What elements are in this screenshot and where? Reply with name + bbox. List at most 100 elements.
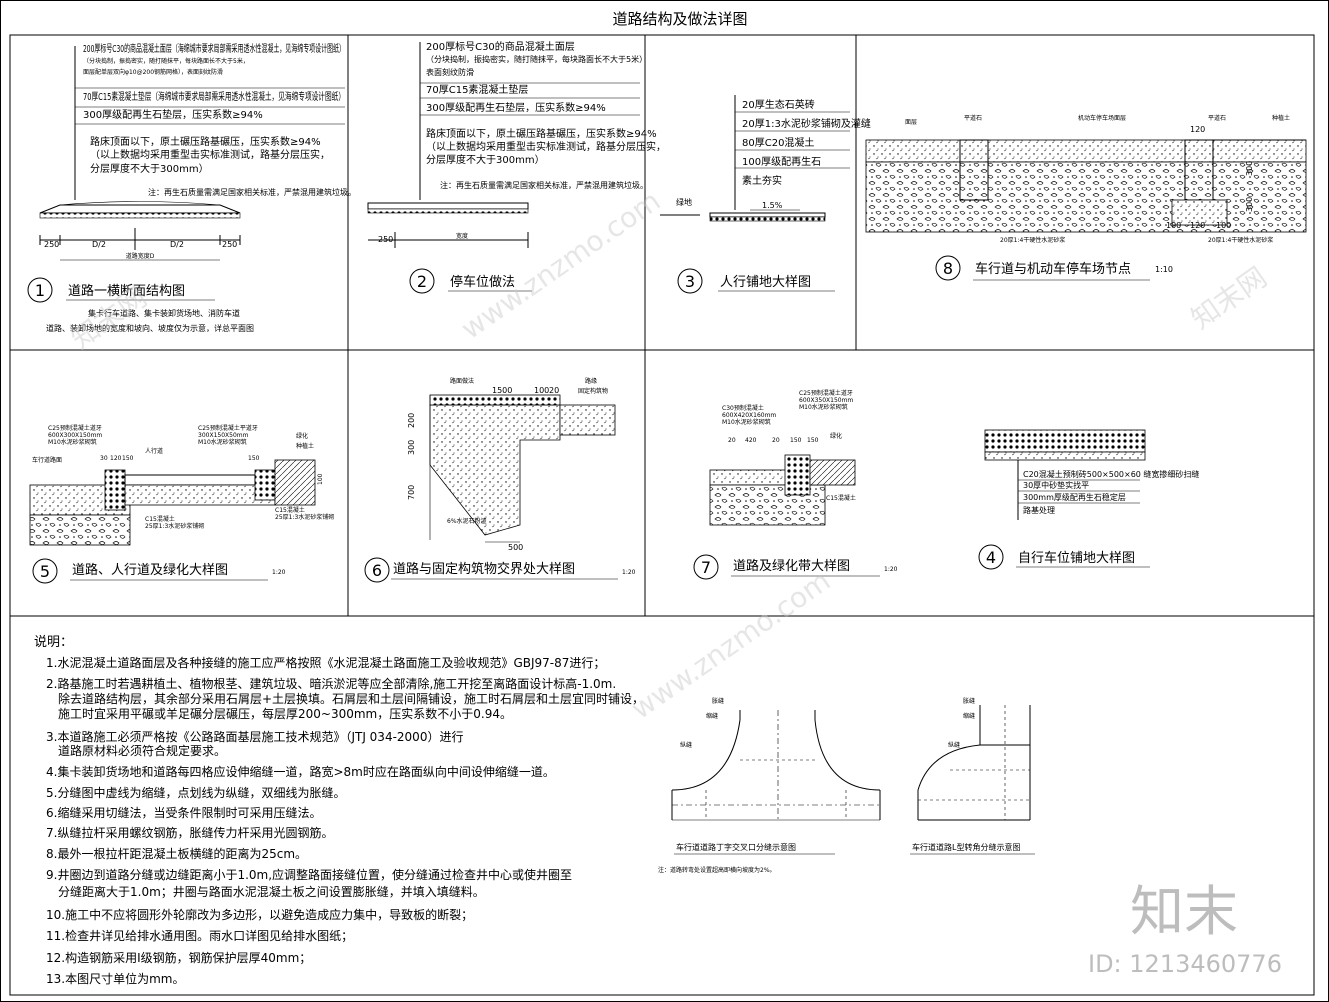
p5-label-6: M10水泥砂浆砌筑 (198, 438, 247, 446)
panel-sidewalk-paving: 20厚生态石英砖 20厚1:3水泥砂浆铺砌及灌缝 80厚C20混凝土 100厚级… (660, 95, 871, 294)
p1-dim-1: 250 (44, 240, 59, 249)
p2-layer-2: （分块捣制，振捣密实，随打随抹平，每块路面长不大于5米） (426, 54, 647, 64)
p1-remark-1: 集卡行车道路、集卡装卸货场地、消防车道 (88, 308, 240, 318)
p6-label-4: 6%水泥石粉渣 (447, 517, 487, 525)
p1-layer-7: （以上数据均采用重型击实标准测试，路基分层压实， (90, 148, 330, 161)
p8-dim-4: 100 (1166, 221, 1181, 230)
p2-layer-3: 表面刻纹防滑 (426, 67, 474, 77)
watermark-brand-2: 知末网 (1185, 261, 1273, 336)
note-10: 10.施工中不应将圆形外轮廓改为多边形，以避免造成应力集中，导致板的断裂； (46, 907, 473, 922)
watermark-site-2: www.znzmo.com (625, 564, 836, 726)
p3-layer-5: 素土夯实 (742, 174, 782, 187)
p5-dim-5: 100 (317, 473, 324, 485)
p5-title: 道路、人行道及绿化大样图 (72, 562, 228, 578)
p5-number: 5 (40, 562, 50, 581)
p1-layer-5: 300厚级配再生石垫层，压实系数≥94% (83, 108, 263, 121)
p8-label-2: 平道石 (964, 114, 982, 122)
note-11: 11.检查井详见给排水通用图。雨水口详图见给排水图纸； (46, 928, 353, 943)
note-3b: 道路原材料必须符合规定要求。 (58, 743, 226, 758)
tee-caption: 车行道道路丁字交叉口分缝示意图 (676, 842, 796, 852)
tee-label-3: 纵缝 (680, 741, 692, 749)
p8-label-1: 面层 (905, 119, 917, 126)
sheet-title: 道路结构及做法详图 (612, 10, 747, 28)
p5-scale: 1:20 (272, 569, 286, 576)
p8-title: 车行道与机动车停车场节点 (975, 261, 1131, 277)
p8-bottom-2: 20厚1:4干硬性水泥砂浆 (1208, 236, 1273, 244)
p7-number: 7 (701, 558, 711, 577)
p3-layer-1: 20厚生态石英砖 (742, 98, 815, 111)
note-3: 3.本道路施工必须严格按《公路路面基层施工技术规范》（JTJ 034-2000）… (46, 729, 463, 744)
p2-title: 停车位做法 (450, 274, 515, 290)
p5-number-circle (32, 558, 58, 584)
note-1: 1.水泥混凝土道路面层及各种接缝的施工应严格按照《水泥混凝土路面施工及验收规范》… (46, 655, 605, 670)
p3-title: 人行铺地大样图 (720, 275, 811, 290)
p8-label-3: 机动车停车场面层 (1078, 114, 1126, 122)
p2-number-circle (409, 268, 435, 294)
p1-dim-3: D/2 (170, 240, 184, 249)
p3-layer-4: 100厚级配再生石 (742, 155, 821, 168)
watermark-site-1: www.znzmo.com (455, 184, 666, 346)
note-2c: 施工时宜采用平碾或羊足碾分层碾压，每层厚200~300mm，压实系数不小于0.9… (58, 706, 512, 721)
p8-scale: 1:10 (1155, 265, 1173, 274)
p1-title: 道路一横断面结构图 (68, 283, 185, 299)
note-12: 12.构造钢筋采用Ⅰ级钢筋，钢筋保护层厚40mm； (46, 950, 311, 965)
p8-bottom-1: 20厚1:4干硬性水泥砂浆 (1000, 236, 1065, 244)
panel-parking-stall: 200厚标号C30的商品混凝土面层 （分块捣制，振捣密实，随打随抹平，每块路面长… (367, 40, 666, 294)
l-caption: 车行道道路L型转角分缝示意图 (912, 842, 1020, 852)
p6-label-1: 路面做法 (450, 377, 474, 385)
panel-road-sidewalk-green: C25预制混凝土道牙 600X300X150mm M10水泥砂浆砌筑 C25预制… (29, 424, 334, 584)
p6-scale: 1:20 (622, 569, 636, 576)
p5-label-12: 25厚1:3水泥砂浆铺砌 (275, 513, 334, 521)
p7-dim-2: 420 (745, 437, 757, 444)
p1-layer-6: 路床顶面以下，原土碾压路基碾压，压实系数≥94% (90, 135, 321, 148)
p8-dim-1: 120 (1190, 125, 1205, 134)
p2-note: 注：再生石质量需满足国家相关标准，严禁混用建筑垃圾。 (440, 180, 648, 190)
logo-watermark: 知末 (1130, 880, 1238, 943)
p7-title: 道路及绿化带大样图 (733, 558, 850, 574)
p5-label-5: 300X150X50mm (198, 432, 249, 439)
l-turn-joint-diagram: 胀缝 缩缝 纵缝 车行道道路L型转角分缝示意图 (910, 697, 1035, 855)
p1-layer-4: 70厚C15素混凝土垫层（海绵城市要求局部需采用透水性混凝土，见海绵专项设计图纸… (83, 90, 345, 103)
p6-dim-3: 20 (549, 386, 559, 395)
note-5: 5.分缝图中虚线为缩缝，点划线为纵缝，双细线为胀缝。 (46, 785, 345, 800)
p7-dim-1: 20 (728, 437, 736, 444)
p1-layer-8: 分层厚度不大于300mm） (90, 162, 209, 175)
p1-dim-label: 道路宽度D (126, 252, 155, 260)
p6-dim-7: 500 (508, 543, 523, 552)
p5-label-8: 种植土 (296, 442, 314, 450)
p5-label-10: 25厚1:3水泥砂浆铺砌 (145, 522, 204, 530)
p1-remark-2: 道路、装卸场地的宽度和坡向、坡度仅为示意，详总平面图 (46, 323, 254, 333)
p7-label-1: C30预制混凝土 (722, 404, 764, 412)
p5-label-2: 600X300X150mm (48, 432, 102, 439)
p5-dim-3: 150 (122, 455, 134, 462)
inner-frame (9, 34, 1315, 996)
p2-layer-8: 分层厚度不大于300mm） (426, 153, 545, 166)
panel-carriageway-parking-node: 面层 平道石 机动车停车场面层 平道石 种植土 120 300 300 100 … (865, 114, 1307, 281)
general-notes: 说明： 1.水泥混凝土道路面层及各种接缝的施工应严格按照《水泥混凝土路面施工及验… (34, 635, 644, 986)
p7-label-8: C15混凝土 (826, 494, 856, 502)
p5-label-14: 车行道路面 (32, 456, 62, 464)
l-label-1: 胀缝 (963, 697, 975, 705)
id-watermark: ID: 1213460776 (1088, 950, 1282, 978)
note-6: 6.缩缝采用切缝法，当受条件限制时可采用压缝法。 (46, 805, 321, 820)
p6-dim-5: 300 (407, 440, 416, 455)
p5-dim-2: 120 (110, 455, 122, 462)
p5-label-7: 绿化 (296, 432, 308, 440)
l-label-2: 缩缝 (963, 712, 975, 720)
p1-number: 1 (35, 281, 45, 300)
p8-dim-6: 100 (1216, 221, 1231, 230)
p1-layer-3: 面层配单层双向φ10@200钢筋网格），表面刻纹防滑 (83, 68, 223, 76)
p5-label-4: C25预制混凝土平道牙 (198, 424, 258, 432)
p3-slope: 1.5% (762, 201, 783, 210)
p3-layer-2: 20厚1:3水泥砂浆铺砌及灌缝 (742, 117, 871, 130)
p1-note: 注：再生石质量需满足国家相关标准，严禁混用建筑垃圾。 (148, 187, 356, 197)
panel-road-structure-junction: 路面做法 路缘 固定构筑物 6%水泥石粉渣 1500 100 20 200 30… (364, 377, 636, 583)
p7-label-5: 600X350X150mm (799, 397, 853, 404)
p1-number-circle (27, 277, 53, 303)
p1-dim-2: D/2 (92, 240, 106, 249)
p5-label-1: C25预制混凝土道牙 (48, 424, 102, 432)
tee-label-2: 缩缝 (706, 712, 718, 720)
p6-number: 6 (372, 561, 382, 580)
p3-number: 3 (685, 272, 695, 291)
